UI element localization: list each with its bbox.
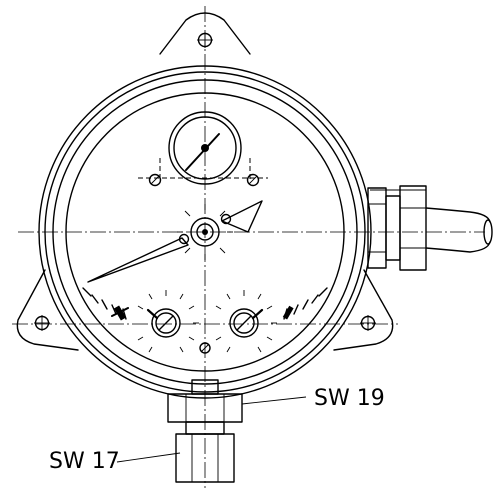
outer-ring	[38, 65, 372, 399]
label-sw19: SW 19	[314, 386, 385, 411]
leader-sw17	[116, 452, 181, 463]
right-ear	[333, 269, 394, 351]
bezel-ring	[44, 71, 366, 393]
aux-screw-right	[246, 173, 260, 187]
max-marker	[282, 305, 294, 320]
aux-screw-left	[148, 173, 162, 187]
aux-gauge-needle	[185, 133, 220, 171]
cable-lower	[425, 241, 491, 253]
dial-screw-bottom	[199, 342, 211, 354]
cable-gland	[367, 185, 493, 271]
gland-body	[399, 185, 427, 271]
setpoint-adjuster-right	[215, 290, 277, 353]
pointer-tail	[221, 200, 263, 233]
pointer-needle	[87, 237, 189, 283]
pointer-rivet-left	[178, 233, 190, 245]
aux-gauge-outer	[168, 111, 242, 185]
auxiliary-gauge	[138, 111, 268, 187]
pivot-hub-inner	[196, 223, 214, 241]
top-ear	[159, 12, 251, 55]
gland-collar	[385, 195, 401, 261]
dial-scale	[82, 287, 328, 321]
pivot-hub-outer	[190, 217, 220, 247]
mounting-flange	[16, 12, 394, 351]
hex-sw17	[175, 433, 235, 483]
left-ear	[16, 269, 79, 351]
main-pointer	[87, 200, 263, 283]
label-sw17: SW 17	[49, 449, 120, 474]
dial-face	[65, 92, 345, 372]
adjuster-right-knob	[229, 308, 259, 338]
pointer-rivet-right	[220, 213, 232, 225]
scale-ticks-right	[283, 287, 328, 320]
leader-sw19	[241, 396, 307, 405]
adjuster-left-knob	[151, 308, 181, 338]
center-lines	[12, 6, 485, 488]
pressure-connection	[167, 379, 243, 483]
aux-gauge-inner	[173, 116, 237, 180]
setpoint-adjuster-left	[137, 290, 199, 353]
gauge-case	[38, 65, 372, 399]
cable-upper	[425, 207, 491, 223]
inner-ring	[52, 79, 358, 385]
